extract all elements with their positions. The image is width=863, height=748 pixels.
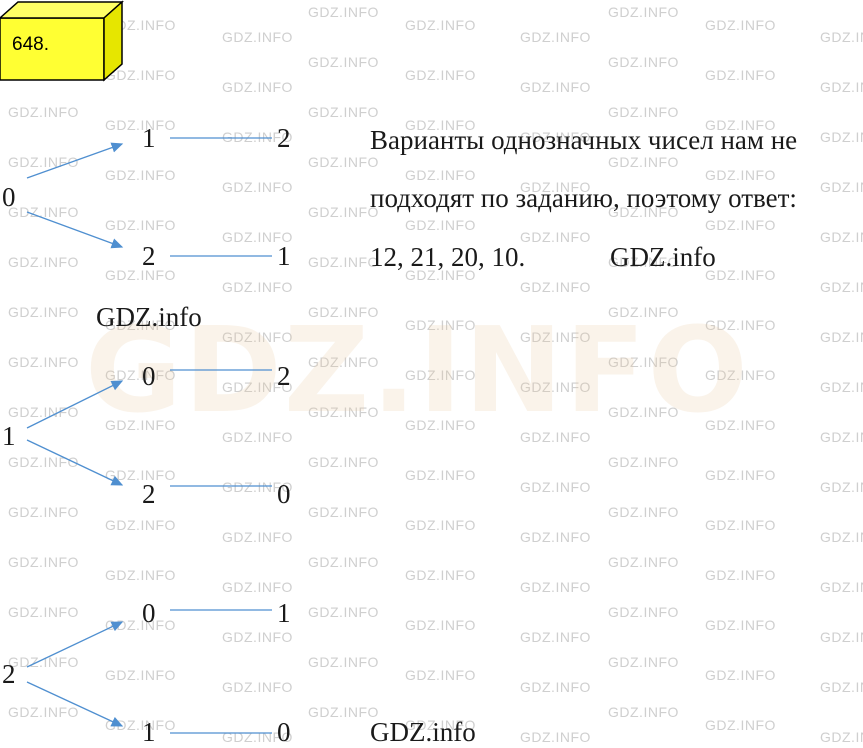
tree2-branch1-second: 2 [277, 361, 291, 391]
explanation-line-2: подходят по заданию, поэтому ответ: [370, 183, 797, 213]
answer-text: 12, 21, 20, 10. [370, 242, 526, 272]
tree2-branch1-first: 0 [142, 361, 156, 391]
tree3-branch2-first: 1 [142, 717, 156, 747]
tree2-root: 1 [2, 421, 16, 451]
gdz-mark-2: GDZ.info [96, 302, 202, 332]
tree1-branch1-second: 2 [277, 123, 291, 153]
tree1-branch2-first: 2 [142, 241, 156, 271]
tree2-branch2-second: 0 [277, 479, 291, 509]
tree3-branch1-second: 1 [277, 598, 291, 628]
tree1-branch1-first: 1 [142, 123, 156, 153]
tree3-branch2-second: 0 [277, 717, 291, 747]
tree3-root: 2 [2, 659, 16, 689]
arrow-0-to-1 [26, 142, 124, 179]
arrow-1-to-2 [26, 439, 124, 486]
gdz-mark-3: GDZ.info [370, 717, 476, 747]
tree1-root: 0 [2, 182, 16, 212]
arrow-2-to-1 [26, 681, 124, 727]
tree3-branch1-first: 0 [142, 598, 156, 628]
explanation-line-1: Варианты однозначных чисел нам не [370, 125, 798, 155]
gdz-mark-1: GDZ.info [610, 242, 716, 272]
arrow-0-to-2 [26, 211, 124, 249]
tree2-branch2-first: 2 [142, 479, 156, 509]
arrow-1-to-0 [26, 380, 124, 429]
problem-number: 648. [12, 34, 49, 55]
tree1-branch2-second: 1 [277, 241, 291, 271]
problem-number-badge: 648. [0, 0, 125, 82]
arrow-2-to-0 [26, 621, 124, 668]
badge-box-icon [0, 0, 124, 82]
